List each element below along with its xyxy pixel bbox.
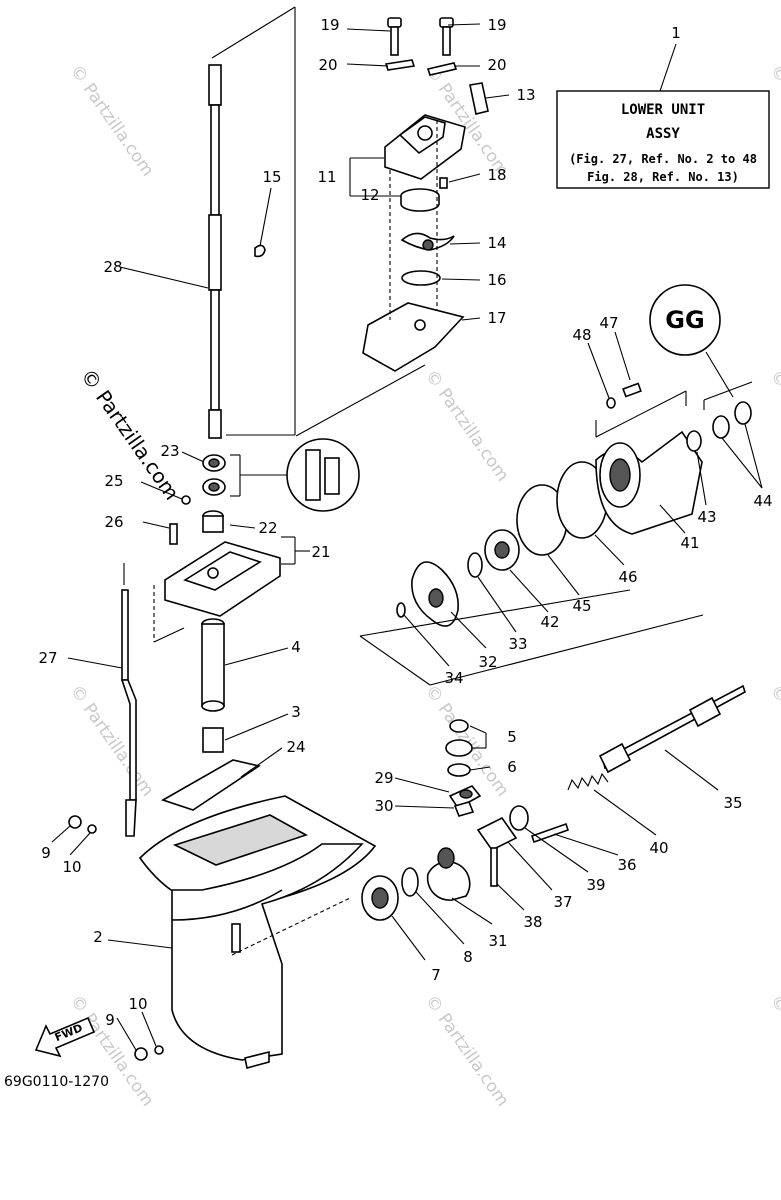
callout-48: 48 <box>572 326 591 344</box>
svg-text:© Partzilla.com: © Partzilla.com <box>421 991 513 1110</box>
callout-4: 4 <box>291 638 301 656</box>
callout-28: 28 <box>103 258 122 276</box>
lower-unit-assy-box: LOWER UNIT ASSY (Fig. 27, Ref. No. 2 to … <box>556 43 770 189</box>
callout-35: 35 <box>723 794 742 812</box>
callout-39: 39 <box>586 876 605 894</box>
callout-15: 15 <box>262 168 281 186</box>
svg-text:© Partzilla.com: © Partzilla.com <box>766 991 781 1110</box>
callout-41: 41 <box>680 534 699 552</box>
svg-text:© Partzilla.com: © Partzilla.com <box>766 366 781 485</box>
callout-9-lower: 9 <box>105 1011 115 1029</box>
svg-text:© Partzilla.com: © Partzilla.com <box>421 366 513 485</box>
callout-43: 43 <box>697 508 716 526</box>
prop-shaft-housing-group: GG <box>595 284 753 535</box>
box-note-line1: (Fig. 27, Ref. No. 2 to 48 <box>569 152 757 166</box>
callout-30: 30 <box>374 797 393 815</box>
callout-29: 29 <box>374 769 393 787</box>
callout-31: 31 <box>488 932 507 950</box>
callout-21: 21 <box>311 543 330 561</box>
callout-18: 18 <box>487 166 506 184</box>
leader-lines <box>51 23 763 1051</box>
callout-9: 9 <box>41 844 51 862</box>
callout-27: 27 <box>38 649 57 667</box>
callout-1: 1 <box>671 24 681 42</box>
callout-38: 38 <box>523 913 542 931</box>
water-pump-group <box>295 17 489 437</box>
callout-2: 2 <box>93 928 103 946</box>
callout-6: 6 <box>507 758 517 776</box>
callout-37: 37 <box>553 893 572 911</box>
callout-10: 10 <box>62 858 81 876</box>
shift-rod <box>120 589 137 837</box>
callout-13: 13 <box>516 86 535 104</box>
callout-20-right: 20 <box>487 56 506 74</box>
callout-36: 36 <box>617 856 636 874</box>
box-subheading: ASSY <box>646 126 680 142</box>
callout-24: 24 <box>286 738 305 756</box>
callout-labels: 1 2 3 4 5 6 7 8 9 10 11 12 13 14 15 16 1… <box>38 16 772 1029</box>
callout-32: 32 <box>478 653 497 671</box>
callout-16: 16 <box>487 271 506 289</box>
callout-19-right: 19 <box>487 16 506 34</box>
callout-42: 42 <box>540 613 559 631</box>
callout-10-lower: 10 <box>128 995 147 1013</box>
callout-14: 14 <box>487 234 506 252</box>
upper-bearing-group <box>164 438 360 617</box>
reverse-gear-group <box>359 461 704 686</box>
callout-3: 3 <box>291 703 301 721</box>
callout-34: 34 <box>444 669 463 687</box>
propeller-shaft-group <box>361 684 746 921</box>
svg-text:© Partzilla.com: © Partzilla.com <box>66 681 158 800</box>
callout-46: 46 <box>618 568 637 586</box>
callout-11: 11 <box>317 168 336 186</box>
callout-7: 7 <box>431 966 441 984</box>
callout-45: 45 <box>572 597 591 615</box>
box-note-line2: Fig. 28, Ref. No. 13) <box>587 170 739 184</box>
callout-25: 25 <box>104 472 123 490</box>
box-heading: LOWER UNIT <box>621 102 705 118</box>
callout-33: 33 <box>508 635 527 653</box>
lower-casing <box>138 795 377 1069</box>
magnify-seal-detail <box>286 438 360 512</box>
callout-22: 22 <box>258 519 277 537</box>
callout-20: 20 <box>318 56 337 74</box>
callout-12: 12 <box>360 186 379 204</box>
watermark-dark: © Partzilla.com <box>76 364 184 504</box>
magnify-grease-detail <box>649 284 721 356</box>
callout-26: 26 <box>104 513 123 531</box>
callout-17: 17 <box>487 309 506 327</box>
svg-text:© Partzilla.com: © Partzilla.com <box>766 681 781 800</box>
callout-19: 19 <box>320 16 339 34</box>
callout-44: 44 <box>753 492 772 510</box>
callout-40: 40 <box>649 839 668 857</box>
callout-23: 23 <box>160 442 179 460</box>
callout-47: 47 <box>599 314 618 332</box>
svg-text:© Partzilla.com: © Partzilla.com <box>66 61 158 180</box>
fwd-arrow: FWD <box>34 1016 96 1058</box>
fasteners <box>68 815 164 1061</box>
grease-symbol: GG <box>665 306 704 334</box>
shift-tube-group <box>123 563 261 811</box>
drive-shaft <box>208 6 296 439</box>
drawing-code: 69G0110-1270 <box>4 1074 109 1090</box>
callout-5: 5 <box>507 728 517 746</box>
callout-8: 8 <box>463 948 473 966</box>
